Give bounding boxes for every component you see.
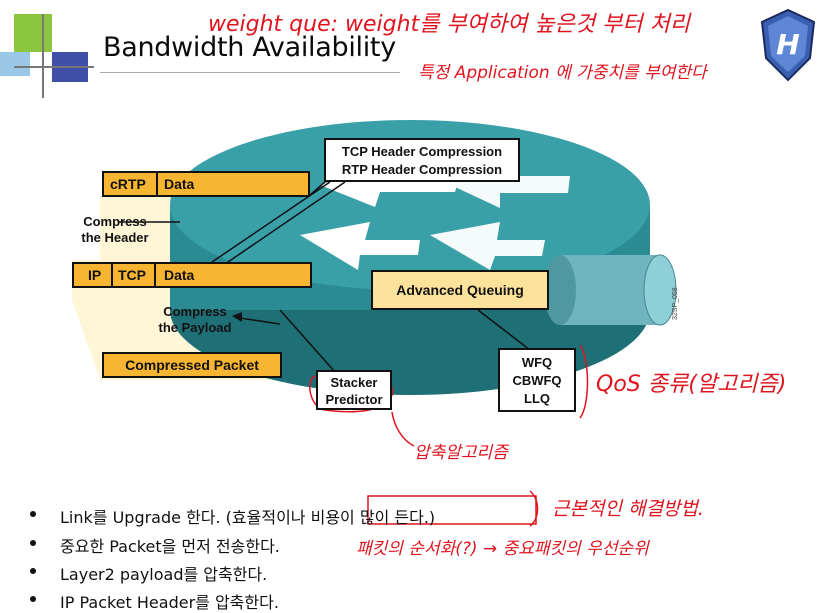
bullet-item: Link를 Upgrade 한다. (효율적이나 비용이 많이 든다.) — [30, 504, 436, 528]
predictor-label: Predictor — [325, 392, 383, 407]
llq-label: LLQ — [524, 391, 550, 406]
compressed-packet-bar: Compressed Packet — [102, 352, 282, 378]
annotation-qos-types: QoS 종류(알고리즘) — [596, 372, 787, 397]
crtp-data-label: Data — [164, 176, 195, 192]
tcp-divider — [154, 264, 156, 286]
logo-light-square — [0, 52, 30, 76]
crtp-divider — [156, 173, 158, 195]
ip-tcp-packet-bar: IP TCP Data — [72, 262, 312, 288]
logo-green-square — [14, 14, 52, 52]
svg-text:H: H — [776, 28, 799, 61]
header-compression-box: TCP Header Compression RTP Header Compre… — [324, 138, 520, 182]
advanced-queuing-box: Advanced Queuing — [371, 270, 549, 310]
annotation-compression-algorithm: 압축알고리즘 — [414, 443, 508, 463]
title-underline — [100, 72, 400, 73]
ip-data-label: Data — [164, 267, 195, 283]
rtp-header-compression-label: RTP Header Compression — [341, 162, 503, 177]
logo-vertical-line — [42, 14, 44, 98]
bullet-text: IP Packet Header를 압축한다. — [60, 593, 279, 612]
bullet-dot — [30, 540, 36, 546]
bullet-dot — [30, 511, 36, 517]
diagram-code: 32SP_058 — [672, 287, 679, 320]
slide-title: Bandwidth Availability — [103, 32, 396, 63]
bullet-item: IP Packet Header를 압축한다. — [30, 589, 279, 613]
crtp-label: cRTP — [110, 176, 146, 192]
bullet-item: Layer2 payload를 압축한다. — [30, 561, 268, 585]
bullet-dot — [30, 568, 36, 574]
ip-label: IP — [88, 267, 102, 283]
shield-icon: H — [760, 8, 816, 82]
compress-header-line2: the Header — [81, 230, 149, 245]
compress-payload-label: Compress the Payload — [140, 304, 250, 336]
annotation-packet-priority: 패킷의 순서화(?) → 중요패킷의 우선순위 — [356, 539, 649, 559]
compress-payload-line1: Compress — [163, 304, 227, 319]
compress-payload-line2: the Payload — [158, 320, 232, 335]
ip-divider — [111, 264, 113, 286]
compress-header-label: Compress the Header — [70, 214, 160, 246]
bullet-text: Layer2 payload를 압축한다. — [60, 565, 268, 584]
annotation-application-weight: 특정 Application 에 가중치를 부여한다 — [418, 63, 707, 83]
tcp-header-compression-label: TCP Header Compression — [341, 144, 503, 159]
annotation-fundamental-solution: 근본적인 해결방법. — [552, 498, 704, 520]
bullet-text: 중요한 Packet을 먼저 전송한다. — [60, 537, 280, 556]
tcp-label: TCP — [118, 267, 146, 283]
stacker-label: Stacker — [330, 375, 378, 390]
stacker-predictor-box: Stacker Predictor — [316, 370, 392, 410]
annotation-weight-queue: weight que: weight를 부여하여 높은것 부터 처리 — [208, 12, 691, 37]
wfq-label: WFQ — [521, 355, 553, 370]
bullet-dot — [30, 596, 36, 602]
compress-header-line1: Compress — [83, 214, 147, 229]
cbwfq-label: CBWFQ — [512, 373, 562, 388]
slide-logo — [0, 0, 94, 100]
queuing-types-box: WFQ CBWFQ LLQ — [498, 348, 576, 412]
crtp-packet-bar: cRTP Data — [102, 171, 310, 197]
logo-horizontal-line — [14, 66, 94, 68]
bullet-item: 중요한 Packet을 먼저 전송한다. — [30, 533, 280, 557]
bullet-text: Link를 Upgrade 한다. (효율적이나 비용이 많이 든다.) — [60, 508, 436, 527]
